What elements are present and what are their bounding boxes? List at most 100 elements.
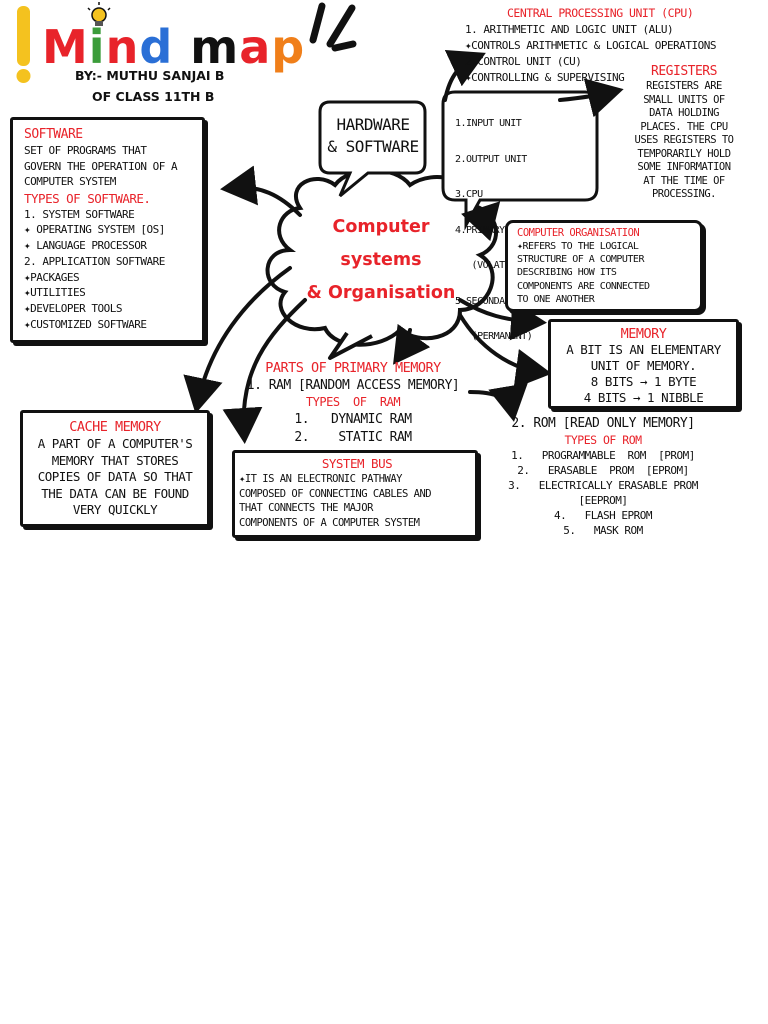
hardware-bubble-shape [318,100,427,198]
title-letter: n [105,20,140,74]
list-item: 2. ERASABLE PROM [EPROM] [517,464,689,477]
list-item: 2. STATIC RAM [294,430,412,445]
list-item: 2. APPLICATION SOFTWARE [24,254,165,268]
registers-line: SOME INFORMATION [637,161,731,173]
lightbulb-icon [87,2,111,26]
list-item: ✦UTILITIES [24,286,86,300]
primary-memory-heading: PARTS OF PRIMARY MEMORY [265,360,441,376]
list-item: 1. SYSTEM SOFTWARE [24,207,135,221]
registers-line: PLACES. THE CPU [640,120,728,133]
cpu-line: ✦CONTROLS ARITHMETIC & LOGICAL OPERATION… [465,39,717,52]
list-item: ✦ OPERATING SYSTEM [OS] [24,223,165,237]
cpu-heading: CENTRAL PROCESSING UNIT (CPU) [507,6,694,20]
list-item: 3.CPU [455,189,483,200]
list-item: 3. ELECTRICALLY ERASABLE PROM [508,479,698,492]
list-item: ✦DEVELOPER TOOLS [24,302,122,316]
cpu-line: 2.CONTROL UNIT (CU) [465,55,582,68]
list-item: 5. MASK ROM [563,524,643,537]
registers-line: TEMPORARILY HOLD [637,147,731,160]
registers-line: USES REGISTERS TO [634,134,734,146]
central-topic-line: Computer [332,217,430,237]
title-letter: i [88,20,106,74]
list-item: 1.INPUT UNIT [455,118,522,129]
rom-section: 2. ROM [READ ONLY MEMORY] TYPES OF ROM 1… [488,415,718,538]
cpu-line: ✦CONTROLLING & SUPERVISING [465,71,625,84]
registers-line: REGISTERS ARE [646,80,722,92]
system-bus-line: THAT CONNECTS THE MAJOR [239,502,373,514]
computer-organisation-line: TO ONE ANOTHER [517,293,595,305]
cache-line: VERY QUICKLY [72,502,158,517]
ram-title: 1. RAM [RANDOM ACCESS MEMORY] [246,378,460,393]
registers-line: SMALL UNITS OF [643,93,725,106]
list-item: 4. FLASH EPROM [554,509,652,522]
computer-organisation-line: STRUCTURE OF A COMPUTER [517,254,644,266]
hardware-software-line: & SOFTWARE [327,137,419,156]
software-intro-line: GOVERN THE OPERATION OF A [24,159,178,173]
rom-types-heading: TYPES OF ROM [564,433,642,447]
title-letter: p [271,20,306,74]
primary-memory-section: PARTS OF PRIMARY MEMORY 1. RAM [RANDOM A… [228,360,478,447]
burst-lines-icon [309,2,357,52]
list-item: 1. DYNAMIC RAM [294,412,412,427]
ram-types-heading: TYPES OF RAM [305,395,401,409]
registers-line: AT THE TIME OF [643,174,725,187]
title-letter [173,20,190,74]
central-topic-line: systems [340,250,422,270]
registers-line: DATA HOLDING [649,107,719,119]
memory-line: 4 BITS → 1 NIBBLE [583,390,704,405]
system-bus-box: SYSTEM BUS ✦IT IS AN ELECTRONIC PATHWAY … [232,450,478,538]
memory-line: UNIT OF MEMORY. [590,358,697,373]
computer-organisation-line: ✦REFERS TO THE LOGICAL [517,241,639,252]
list-item: (VOLATILE) [455,260,528,271]
software-heading: SOFTWARE [24,127,83,142]
central-topic: Computer systems & Organisation [286,211,476,310]
cache-line: COPIES OF DATA SO THAT [37,469,193,484]
list-item: 1. PROGRAMMABLE ROM [PROM] [511,449,695,462]
central-topic-line: & Organisation [306,283,456,303]
system-bus-line: COMPONENTS OF A COMPUTER SYSTEM [239,516,420,529]
cache-line: MEMORY THAT STORES [51,452,179,468]
system-bus-heading: SYSTEM BUS [321,456,393,471]
list-item: [EEPROM] [578,494,628,507]
author-line: BY:- MUTHU SANJAI B [75,68,225,83]
computer-organisation-heading: COMPUTER ORGANISATION [517,227,640,239]
cpu-line: 1. ARITHMETIC AND LOGIC UNIT (ALU) [465,23,674,36]
list-item: ✦PACKAGES [24,270,80,284]
cpu-section: CENTRAL PROCESSING UNIT (CPU) 1. ARITHME… [465,5,717,86]
cache-line: A PART OF A COMPUTER'S [37,436,193,451]
computer-organisation-line: DESCRIBING HOW ITS [517,267,617,279]
list-item: 2.OUTPUT UNIT [455,153,527,165]
title-letter: d [139,20,174,74]
cache-line: THE DATA CAN BE FOUND [41,485,189,501]
computer-organisation-line: COMPONENTS ARE CONNECTED [517,280,650,292]
cache-heading: CACHE MEMORY [69,419,161,435]
system-bus-line: COMPOSED OF CONNECTING CABLES AND [239,487,432,500]
registers-heading: REGISTERS [651,64,717,79]
mind-map-title: Mind map [42,20,305,74]
title-letter: a [239,20,272,74]
hardware-software-line: HARDWARE [336,115,410,134]
registers-section: REGISTERS REGISTERS ARE SMALL UNITS OF D… [616,63,752,202]
software-intro-line: SET OF PROGRAMS THAT [24,144,147,157]
title-letter: m [190,20,240,74]
memory-box: MEMORY A BIT IS AN ELEMENTARY UNIT OF ME… [548,319,739,409]
software-box: SOFTWARE SET OF PROGRAMS THAT GOVERN THE… [10,117,205,343]
exclamation-icon [16,6,31,83]
memory-line: A BIT IS AN ELEMENTARY [566,342,721,357]
hardware-software-label: HARDWARE & SOFTWARE [322,114,424,158]
software-intro-line: COMPUTER SYSTEM [24,175,116,188]
title-letter: M [42,20,89,74]
cache-memory-box: CACHE MEMORY A PART OF A COMPUTER'S MEMO… [20,410,210,527]
list-item: ✦CUSTOMIZED SOFTWARE [24,318,147,332]
class-line: OF CLASS 11TH B [92,89,215,104]
rom-title: 2. ROM [READ ONLY MEMORY] [511,416,695,431]
memory-line: 8 BITS → 1 BYTE [590,374,697,389]
registers-line: PROCESSING. [651,188,717,200]
list-item: ✦ LANGUAGE PROCESSOR [24,239,147,253]
system-bus-line: ✦IT IS AN ELECTRONIC PATHWAY [239,473,403,485]
software-types-heading: TYPES OF SOFTWARE. [24,190,151,206]
memory-heading: MEMORY [620,326,667,342]
list-item: (PERMANENT) [455,331,533,342]
computer-organisation-box: COMPUTER ORGANISATION ✦REFERS TO THE LOG… [505,220,703,312]
